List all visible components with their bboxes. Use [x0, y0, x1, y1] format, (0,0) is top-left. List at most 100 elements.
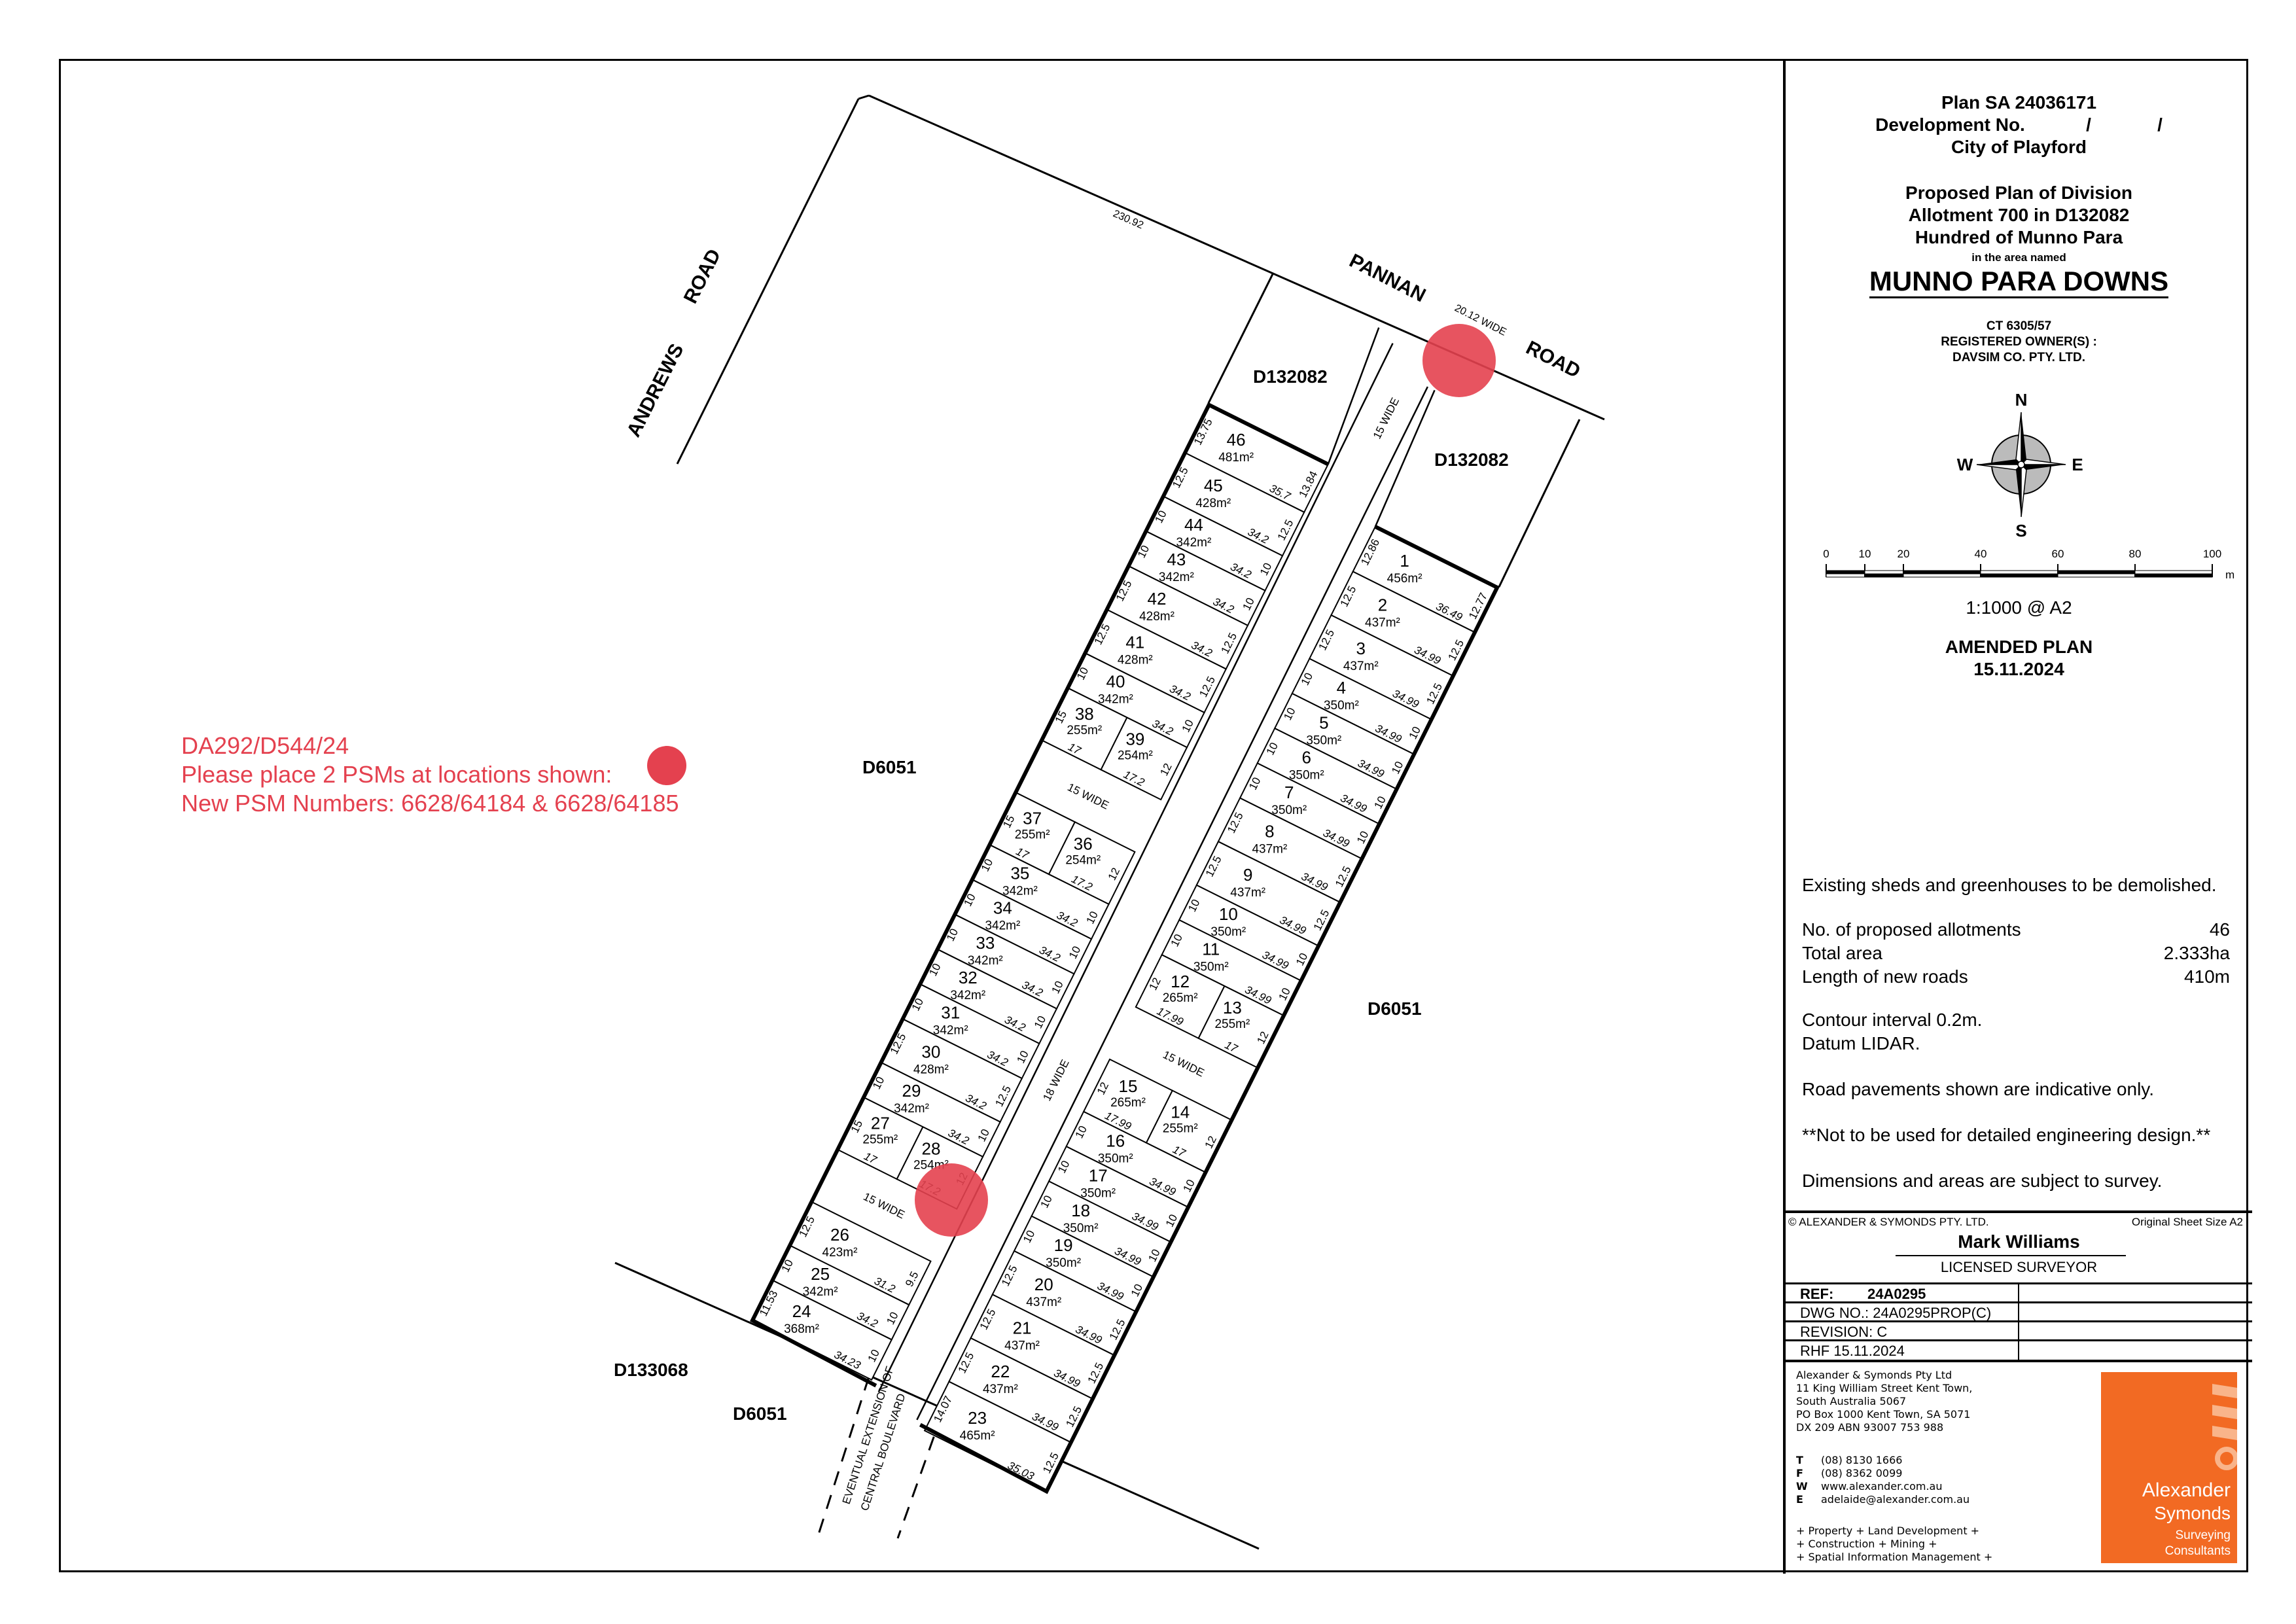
development-number: Development No. / /	[1875, 115, 2163, 135]
lot-number: 13	[1223, 998, 1242, 1017]
lot-area: 342m²	[933, 1023, 968, 1037]
contact-value[interactable]: www.alexander.com.au	[1821, 1480, 1943, 1492]
scale-tick-label: 40	[1975, 548, 1987, 560]
plan-number: Plan SA 24036171	[1941, 92, 2097, 113]
ref-label: REF:	[1800, 1286, 1834, 1302]
lot-area: 428m²	[1195, 497, 1231, 510]
lot-area: 265m²	[1110, 1096, 1146, 1110]
parcel-d133068: D133068	[614, 1360, 688, 1380]
copyright: © ALEXANDER & SYMONDS PTY. LTD.	[1788, 1216, 1989, 1228]
scale-tick-label: 20	[1898, 548, 1910, 560]
council: City of Playford	[1951, 137, 2087, 157]
lot-area: 342m²	[968, 954, 1003, 968]
lot-area: 368m²	[784, 1322, 819, 1336]
note-datum: Datum LIDAR.	[1802, 1033, 1920, 1053]
contact-value[interactable]: adelaide@alexander.com.au	[1821, 1493, 1970, 1506]
lot-number: 16	[1106, 1131, 1125, 1150]
lot-area: 254m²	[1118, 749, 1153, 763]
lot-area: 437m²	[1343, 660, 1379, 673]
ref-value: 24A0295	[1867, 1286, 1926, 1302]
lot-area: 350m²	[1324, 699, 1359, 713]
lot-number: 45	[1204, 476, 1223, 495]
lot-number: 22	[991, 1362, 1010, 1381]
lot-area: 437m²	[1026, 1296, 1061, 1309]
lot-area: 350m²	[1271, 803, 1307, 817]
contact-value: (08) 8362 0099	[1821, 1467, 1903, 1479]
andrews-label: ANDREWS	[623, 340, 688, 440]
lot-area: 342m²	[1176, 536, 1211, 550]
lot-number: 18	[1071, 1201, 1090, 1220]
address-line: 11 King William Street Kent Town,	[1796, 1382, 1973, 1394]
note-contour: Contour interval 0.2m.	[1802, 1010, 1983, 1030]
boundary-length-label: 230.92	[1111, 208, 1145, 231]
compass-west: W	[1957, 455, 1973, 474]
compass-east: E	[2072, 455, 2083, 474]
lot-area: 437m²	[983, 1383, 1018, 1396]
scale-tick-label: 10	[1859, 548, 1871, 560]
lot-number: 29	[902, 1081, 921, 1101]
services-line: + Property + Land Development +	[1796, 1525, 1980, 1537]
lot-area: 428m²	[1139, 610, 1174, 624]
logo-line1: Alexander	[2142, 1479, 2231, 1501]
contact-key: T	[1796, 1454, 1803, 1466]
contact-key: F	[1796, 1467, 1803, 1479]
lot-number: 2	[1378, 595, 1387, 615]
lot-area: 255m²	[1214, 1017, 1250, 1031]
parcel-d6051-east: D6051	[1368, 998, 1422, 1019]
compass-north: N	[2015, 390, 2028, 410]
owner-label: REGISTERED OWNER(S) :	[1941, 335, 2097, 349]
lot-area: 350m²	[1063, 1222, 1099, 1235]
lot-area: 265m²	[1163, 991, 1198, 1005]
lot-number: 15	[1119, 1076, 1138, 1096]
title-panel: Plan SA 24036171 Development No. / / Cit…	[1783, 59, 2252, 1574]
lot-area: 350m²	[1080, 1187, 1116, 1201]
ref-row: REF: 24A0295	[1786, 1282, 2252, 1303]
lot-number: 17	[1089, 1166, 1108, 1186]
lot-area: 465m²	[960, 1429, 995, 1443]
logo-mark-icon	[2212, 1384, 2237, 1470]
dwg-number: DWG NO.: 24A0295PROP(C)	[1800, 1305, 1992, 1321]
lot-number: 31	[941, 1002, 960, 1022]
services-line: + Construction + Mining +	[1796, 1538, 1937, 1550]
dwg-row: DWG NO.: 24A0295PROP(C)	[1786, 1301, 2252, 1322]
boulevard-label: EVENTUAL EXTENSION OF CENTRAL BOULEVARD	[840, 1365, 908, 1513]
lot-number: 42	[1148, 589, 1167, 609]
lot-area: 437m²	[1004, 1339, 1040, 1352]
central-road-upper-label: 15 WIDE	[1371, 396, 1402, 441]
lot-number: 20	[1034, 1275, 1053, 1294]
address-line: South Australia 5067	[1796, 1395, 1907, 1407]
compass-rose-icon: N S E W	[1957, 390, 2083, 540]
lot-area: 342m²	[1002, 884, 1038, 898]
lot-number: 14	[1171, 1103, 1190, 1122]
side-road-label: 15 WIDE	[1065, 781, 1110, 811]
lot-area: 350m²	[1210, 925, 1246, 939]
psm-marker-south[interactable]	[915, 1163, 988, 1237]
address-line: PO Box 1000 Kent Town, SA 5071	[1796, 1408, 1971, 1421]
lot-area: 437m²	[1252, 843, 1287, 856]
psm-marker-north[interactable]	[1422, 324, 1496, 397]
signature-line	[1896, 1255, 2126, 1256]
rhf-date: RHF 15.11.2024	[1800, 1343, 1905, 1359]
lot-number: 25	[811, 1264, 830, 1284]
